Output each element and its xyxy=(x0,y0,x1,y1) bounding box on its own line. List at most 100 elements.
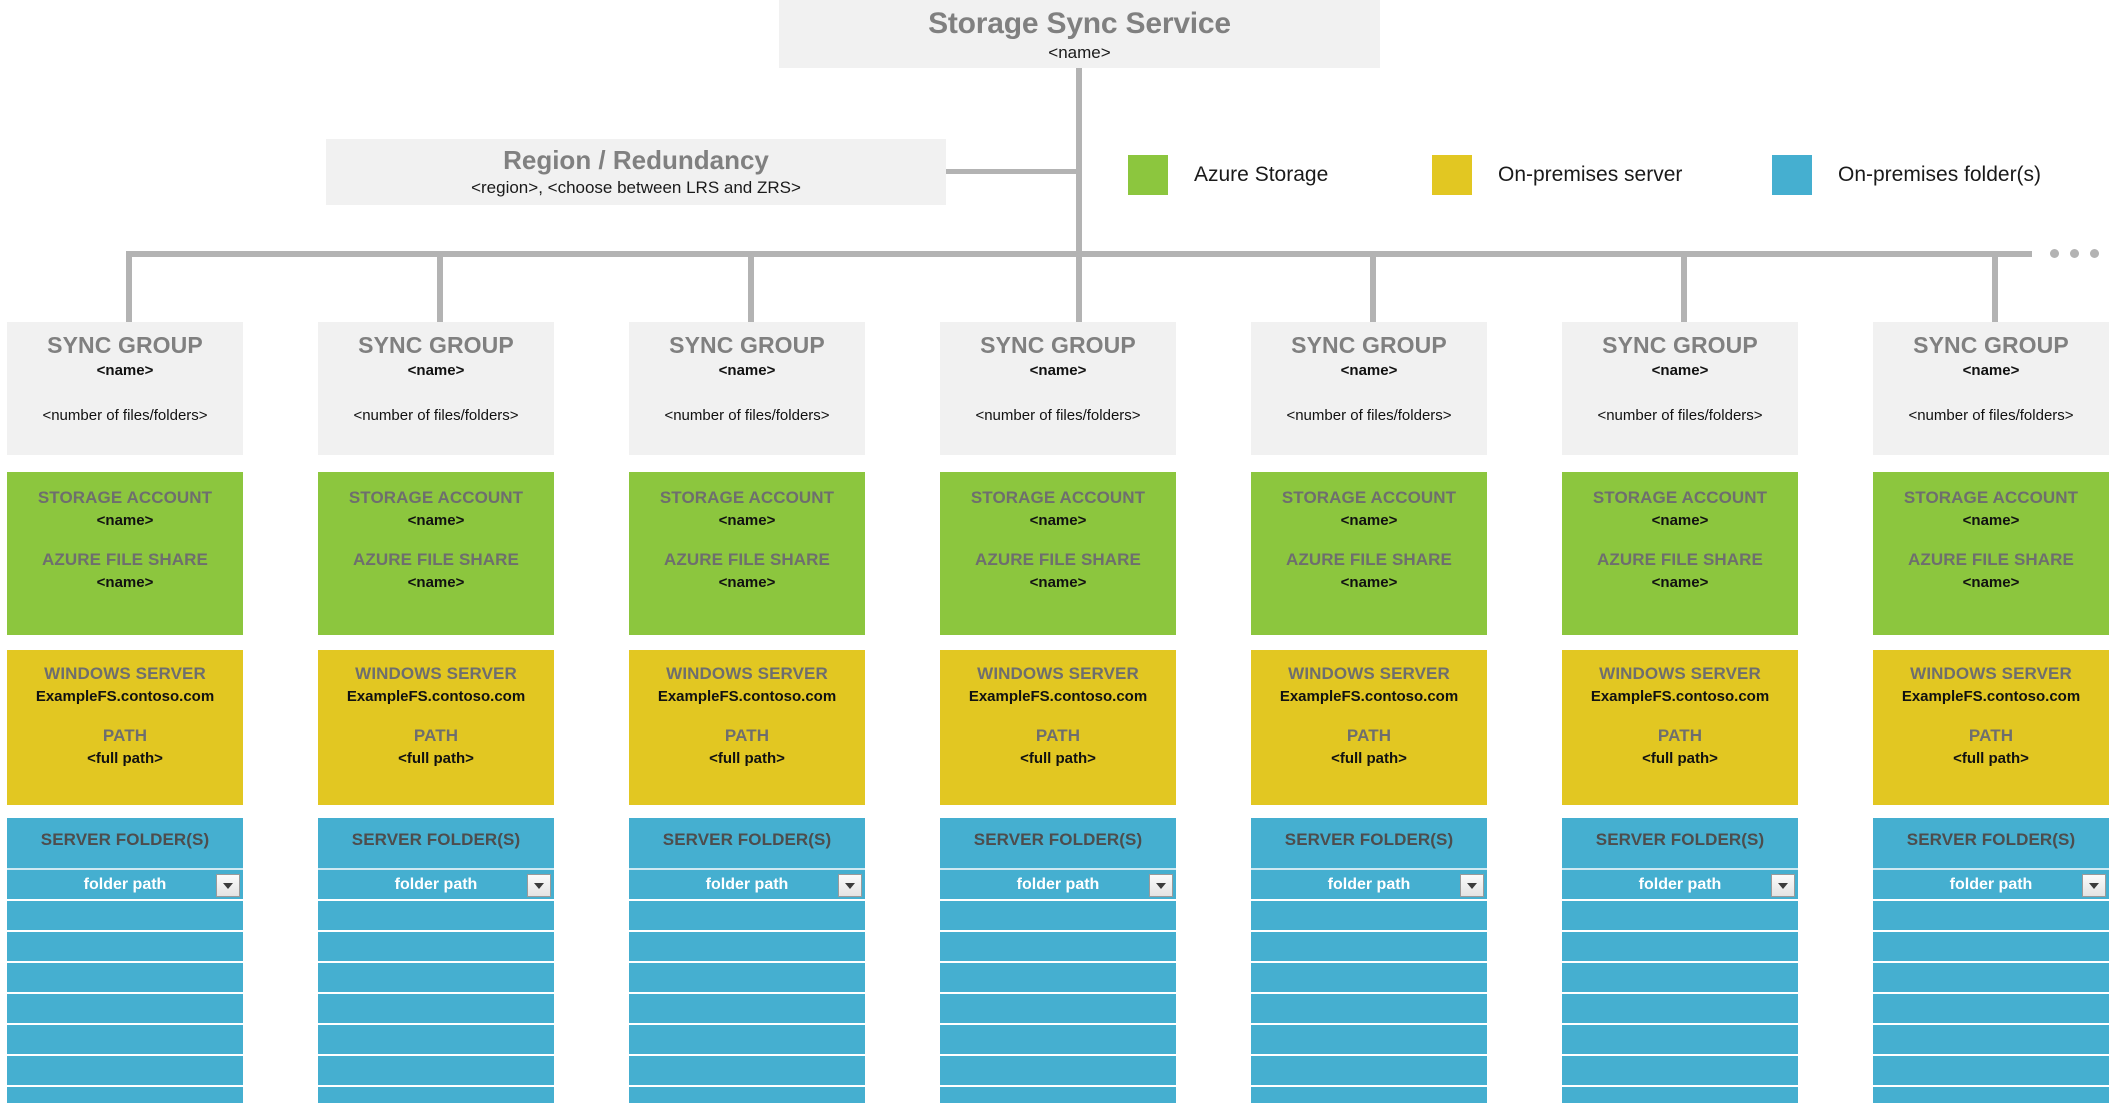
folder-row-empty[interactable] xyxy=(7,1085,243,1103)
azure-storage-block[interactable]: STORAGE ACCOUNT<name>AZURE FILE SHARE<na… xyxy=(940,472,1176,635)
folder-row-empty[interactable] xyxy=(629,961,865,992)
folder-row-empty[interactable] xyxy=(1873,1054,2109,1085)
sync-group-box[interactable]: SYNC GROUP<name><number of files/folders… xyxy=(1873,322,2109,455)
folder-row-empty[interactable] xyxy=(940,1085,1176,1103)
folder-row-empty[interactable] xyxy=(940,930,1176,961)
folder-row-empty[interactable] xyxy=(940,1023,1176,1054)
folder-row-empty[interactable] xyxy=(7,1054,243,1085)
folder-row-empty[interactable] xyxy=(1562,1085,1798,1103)
folder-row-empty[interactable] xyxy=(1251,1054,1487,1085)
folder-row-empty[interactable] xyxy=(1251,992,1487,1023)
chevron-down-icon[interactable] xyxy=(216,874,240,897)
folder-row-empty[interactable] xyxy=(940,899,1176,930)
folder-row-empty[interactable] xyxy=(1873,961,2109,992)
folder-row-empty[interactable] xyxy=(940,961,1176,992)
folder-row-empty[interactable] xyxy=(318,992,554,1023)
azure-file-share-title: AZURE FILE SHARE xyxy=(42,550,208,569)
folder-row-empty[interactable] xyxy=(940,1054,1176,1085)
path-value: <full path> xyxy=(398,750,474,767)
folder-row-empty[interactable] xyxy=(1562,961,1798,992)
sync-group-title: SYNC GROUP xyxy=(358,332,514,358)
folder-row-empty[interactable] xyxy=(940,992,1176,1023)
storage-account-title: STORAGE ACCOUNT xyxy=(1281,488,1457,507)
folder-row-empty[interactable] xyxy=(1251,1085,1487,1103)
folder-row-empty[interactable] xyxy=(1873,1023,2109,1054)
folder-path-select[interactable]: folder path xyxy=(1251,868,1487,899)
sync-group-box[interactable]: SYNC GROUP<name><number of files/folders… xyxy=(1562,322,1798,455)
azure-file-share-title: AZURE FILE SHARE xyxy=(664,550,830,569)
folder-row-empty[interactable] xyxy=(629,1023,865,1054)
azure-storage-block[interactable]: STORAGE ACCOUNT<name>AZURE FILE SHARE<na… xyxy=(1562,472,1798,635)
folder-row-empty[interactable] xyxy=(7,992,243,1023)
azure-storage-block[interactable]: STORAGE ACCOUNT<name>AZURE FILE SHARE<na… xyxy=(318,472,554,635)
folder-path-label: folder path xyxy=(1949,875,2033,893)
folder-row-empty[interactable] xyxy=(1562,1023,1798,1054)
server-folders-title: SERVER FOLDER(S) xyxy=(1284,830,1454,849)
chevron-down-icon[interactable] xyxy=(527,874,551,897)
sync-group-box[interactable]: SYNC GROUP<name><number of files/folders… xyxy=(940,322,1176,455)
folder-row-empty[interactable] xyxy=(1251,961,1487,992)
sync-group-box[interactable]: SYNC GROUP<name><number of files/folders… xyxy=(7,322,243,455)
folder-row-empty[interactable] xyxy=(1251,930,1487,961)
folder-row-empty[interactable] xyxy=(1562,992,1798,1023)
folder-row-empty[interactable] xyxy=(1873,930,2109,961)
azure-storage-block[interactable]: STORAGE ACCOUNT<name>AZURE FILE SHARE<na… xyxy=(7,472,243,635)
azure-storage-block[interactable]: STORAGE ACCOUNT<name>AZURE FILE SHARE<na… xyxy=(1251,472,1487,635)
chevron-down-icon[interactable] xyxy=(1460,874,1484,897)
sync-group-box[interactable]: SYNC GROUP<name><number of files/folders… xyxy=(629,322,865,455)
folder-row-empty[interactable] xyxy=(1251,899,1487,930)
folder-row-empty[interactable] xyxy=(318,1023,554,1054)
folder-path-select[interactable]: folder path xyxy=(1873,868,2109,899)
server-folders-title: SERVER FOLDER(S) xyxy=(1906,830,2076,849)
azure-storage-block[interactable]: STORAGE ACCOUNT<name>AZURE FILE SHARE<na… xyxy=(1873,472,2109,635)
folder-path-select[interactable]: folder path xyxy=(629,868,865,899)
folder-row-empty[interactable] xyxy=(7,930,243,961)
chevron-down-icon[interactable] xyxy=(838,874,862,897)
sync-group-box[interactable]: SYNC GROUP<name><number of files/folders… xyxy=(1251,322,1487,455)
chevron-down-icon[interactable] xyxy=(2082,874,2106,897)
folder-row-empty[interactable] xyxy=(318,899,554,930)
folder-row-empty[interactable] xyxy=(1562,930,1798,961)
chevron-down-icon[interactable] xyxy=(1771,874,1795,897)
folder-path-select[interactable]: folder path xyxy=(318,868,554,899)
storage-sync-service-name: <name> xyxy=(1048,43,1111,62)
folder-row-empty[interactable] xyxy=(1562,1054,1798,1085)
folder-row-empty[interactable] xyxy=(7,961,243,992)
chevron-down-icon[interactable] xyxy=(1149,874,1173,897)
folder-row-empty[interactable] xyxy=(318,1085,554,1103)
folder-row-empty[interactable] xyxy=(629,1085,865,1103)
azure-storage-block[interactable]: STORAGE ACCOUNT<name>AZURE FILE SHARE<na… xyxy=(629,472,865,635)
folder-path-select[interactable]: folder path xyxy=(7,868,243,899)
azure-file-share-title: AZURE FILE SHARE xyxy=(975,550,1141,569)
folder-row-empty[interactable] xyxy=(629,930,865,961)
folder-row-empty[interactable] xyxy=(1873,992,2109,1023)
path-title: PATH xyxy=(1657,726,1703,745)
folder-row-empty[interactable] xyxy=(1251,1023,1487,1054)
folder-row-empty[interactable] xyxy=(7,1023,243,1054)
sync-group-column: SYNC GROUP<name><number of files/folders… xyxy=(7,322,243,1103)
folder-row-empty[interactable] xyxy=(629,899,865,930)
folder-row-empty[interactable] xyxy=(1873,1085,2109,1103)
folder-row-empty[interactable] xyxy=(318,961,554,992)
folder-row-empty[interactable] xyxy=(7,899,243,930)
windows-server-name: ExampleFS.contoso.com xyxy=(1590,688,1770,705)
folder-row-empty[interactable] xyxy=(629,992,865,1023)
azure-file-share-name: <name> xyxy=(96,574,154,591)
folder-row-empty[interactable] xyxy=(629,1054,865,1085)
folder-row-empty[interactable] xyxy=(1873,899,2109,930)
folder-path-select[interactable]: folder path xyxy=(940,868,1176,899)
path-title: PATH xyxy=(413,726,459,745)
server-folders-block: SERVER FOLDER(S)folder path xyxy=(7,818,243,1103)
folder-path-select[interactable]: folder path xyxy=(1562,868,1798,899)
folder-row-empty[interactable] xyxy=(318,1054,554,1085)
folder-row-empty[interactable] xyxy=(1562,899,1798,930)
folder-row-empty[interactable] xyxy=(318,930,554,961)
sync-group-box[interactable]: SYNC GROUP<name><number of files/folders… xyxy=(318,322,554,455)
